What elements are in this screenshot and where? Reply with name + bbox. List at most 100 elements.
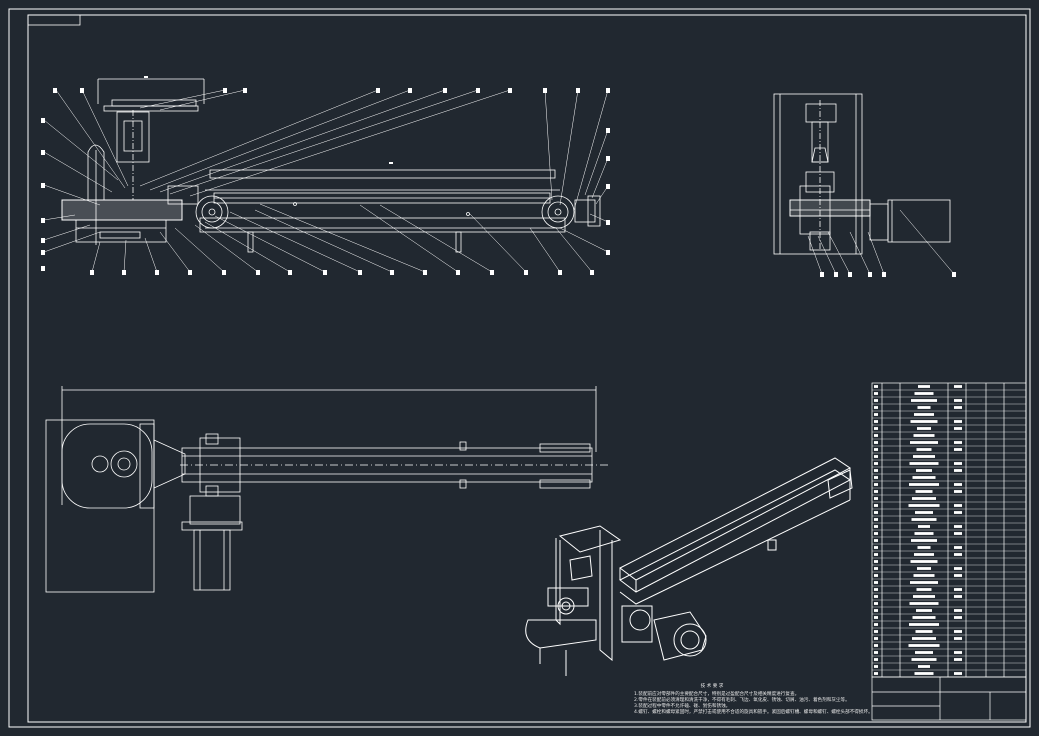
parts-list-entry-mark (913, 574, 935, 577)
parts-list-entry-mark (910, 560, 938, 563)
technical-requirements: 技 术 要 求 1.装配前应对零部件的主要配合尺寸，特别是过盈配合尺寸及相关精度… (634, 682, 873, 715)
parts-list-entry-mark (912, 637, 936, 640)
parts-list-index-mark (874, 623, 878, 626)
technical-requirement-line-1: 1.装配前应对零部件的主要配合尺寸，特别是过盈配合尺寸及相关精度进行复查。 (634, 690, 799, 697)
parts-list-index-mark (874, 518, 878, 521)
parts-list-entry-mark (915, 630, 933, 633)
parts-list-material-mark (954, 672, 962, 675)
parts-list-entry-mark (909, 462, 939, 465)
parts-list-entry-mark (913, 455, 935, 458)
parts-list-material-mark (954, 399, 962, 402)
parts-list-index-mark (874, 602, 878, 605)
parts-list-material-mark (954, 609, 962, 612)
parts-list-material-mark (954, 385, 962, 388)
parts-list-index-mark (874, 511, 878, 514)
front-view-balloons (41, 76, 610, 275)
parts-list-entry-mark (915, 651, 933, 654)
parts-list-material-mark (954, 546, 962, 549)
parts-list-entry-mark (918, 665, 930, 668)
parts-list-material-mark (954, 504, 962, 507)
parts-list-material-mark (954, 406, 962, 409)
parts-list-index-mark (874, 434, 878, 437)
parts-list-index-mark (874, 399, 878, 402)
parts-list-entry-mark (916, 609, 932, 612)
parts-list-rows (872, 389, 1026, 671)
parts-list-entry-mark (910, 420, 938, 423)
side-view-leaders (807, 209, 955, 275)
technical-requirement-line-3: 3.装配过程中零件不允许磕、碰、划伤和锈蚀。 (634, 702, 730, 709)
parts-list-entry-mark (915, 490, 933, 493)
front-view (61, 78, 601, 253)
parts-list-index-mark (874, 630, 878, 633)
parts-list-index-mark (874, 385, 878, 388)
parts-list-material-mark (954, 420, 962, 423)
parts-list-index-mark (874, 413, 878, 416)
parts-list-index-mark (874, 504, 878, 507)
parts-list-index-mark (874, 497, 878, 500)
parts-list-material-mark (954, 595, 962, 598)
parts-list-entry-mark (917, 546, 931, 549)
parts-list-entry-mark (917, 427, 931, 430)
parts-list-entry-mark (916, 588, 932, 591)
parts-list-index-mark (874, 546, 878, 549)
parts-list-entry-mark (917, 406, 931, 409)
parts-list-index-mark (874, 637, 878, 640)
parts-list-index-mark (874, 651, 878, 654)
parts-list-entry-mark (914, 532, 934, 535)
parts-list-index-mark (874, 427, 878, 430)
parts-list-entry-mark (912, 616, 936, 619)
parts-list-index-mark (874, 455, 878, 458)
parts-list-index-mark (874, 532, 878, 535)
parts-list-index-mark (874, 441, 878, 444)
parts-list-material-mark (954, 490, 962, 493)
parts-list-material-mark (954, 567, 962, 570)
parts-list-entry-mark (908, 504, 940, 507)
top-view (45, 386, 610, 593)
parts-list-material-mark (954, 574, 962, 577)
parts-list-index-mark (874, 462, 878, 465)
parts-list-entry-mark (913, 434, 935, 437)
technical-requirement-line-2: 2.零件在装配前必须清理和清洗干净，不得有毛刺、飞边、氧化皮、锈蚀、切屑、油污、… (634, 696, 850, 703)
parts-list-index-mark (874, 644, 878, 647)
parts-list-entry-mark (914, 672, 934, 675)
parts-list-index-mark (874, 420, 878, 423)
parts-list-entry-mark (909, 623, 939, 626)
parts-list-material-mark (954, 616, 962, 619)
parts-list-index-mark (874, 581, 878, 584)
parts-list-entry-mark (908, 644, 940, 647)
parts-list-index-mark (874, 476, 878, 479)
parts-list-material-mark (954, 462, 962, 465)
isometric-view (525, 457, 853, 676)
parts-list-index-mark (874, 595, 878, 598)
parts-list-material-mark (954, 441, 962, 444)
parts-list-index-mark (874, 616, 878, 619)
parts-list-material-mark (954, 532, 962, 535)
parts-list-material-mark (954, 630, 962, 633)
parts-list-index-mark (874, 525, 878, 528)
parts-list-index-mark (874, 392, 878, 395)
parts-list-material-mark (954, 448, 962, 451)
parts-list-entry-mark (909, 483, 939, 486)
parts-list-entry-mark (916, 469, 932, 472)
parts-list-entry-mark (913, 595, 935, 598)
parts-list-entry-mark (911, 658, 937, 661)
parts-list-entry-mark (915, 511, 933, 514)
parts-list-entry-mark (911, 518, 937, 521)
parts-list-index-mark (874, 609, 878, 612)
parts-list-index-mark (874, 588, 878, 591)
parts-list-index-mark (874, 469, 878, 472)
parts-list-index-mark (874, 672, 878, 675)
parts-list-entry-mark (911, 399, 937, 402)
parts-list-index-mark (874, 483, 878, 486)
parts-list-entry-mark (914, 553, 934, 556)
parts-list-entry-mark (917, 567, 931, 570)
parts-list-entry-mark (916, 448, 932, 451)
parts-list-entry-mark (912, 476, 936, 479)
parts-list-material-mark (954, 483, 962, 486)
parts-list-material-mark (954, 651, 962, 654)
parts-list-index-mark (874, 490, 878, 493)
technical-requirements-title: 技 术 要 求 (701, 682, 724, 689)
parts-list-material-mark (954, 427, 962, 430)
parts-list-index-mark (874, 448, 878, 451)
